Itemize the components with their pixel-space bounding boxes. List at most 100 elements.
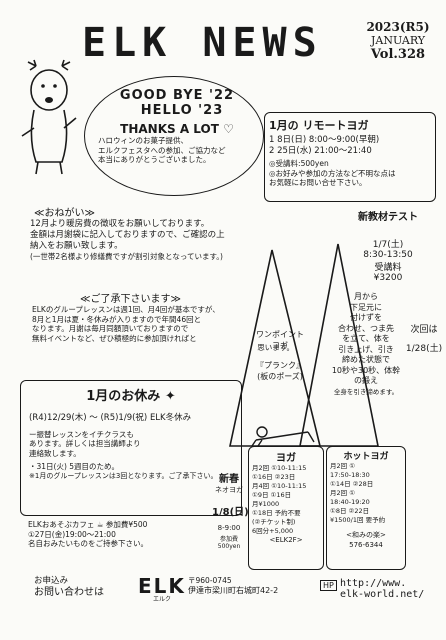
holiday-bullet: ※1月のグループレッスンは3回となります。ご了承下さい。 xyxy=(29,471,218,480)
holiday-box: 1月のお休み ✦ (R4)12/29(木) 〜 (R5)1/9(祝) ELK冬休… xyxy=(20,380,242,516)
newyear-yoga-fee: 参加費500yen xyxy=(217,536,241,550)
remote-yoga-row: 2 25日(水) 21:00〜21:40 xyxy=(269,146,372,156)
newyear-yoga-time: 8-9:00 xyxy=(217,524,241,532)
request-line: 8月と1月は夏・冬休みが入りますので年間46回と xyxy=(32,314,202,324)
request-line: 思います。 xyxy=(257,343,294,352)
remote-yoga-heading: 1月の リモートヨガ xyxy=(269,119,369,132)
yoga-row: 月4回 ①10-11:15 xyxy=(252,482,307,490)
cup-icon: ☕ xyxy=(96,520,104,529)
brand-logo: ELK エルク xyxy=(138,574,186,603)
triangle-right-line: 全身を引き締めます。 xyxy=(333,387,399,396)
website-link[interactable]: http://www. elk-world.net/ xyxy=(340,578,424,600)
yoga-row: 月2回 ①10-11:15 xyxy=(252,464,307,472)
greeting-thanks: THANKS A LOT ♡ xyxy=(92,122,262,136)
hot-yoga-row: 月2回 ① xyxy=(330,489,356,497)
new-test-fee: ¥3200 xyxy=(373,273,403,283)
notice-line: 金額は月謝袋に記入しておりますので、ご確認の上 xyxy=(30,230,225,240)
one-point-yoga-label: ワンポイント ヨガ 『プランク』 (板のポーズ) xyxy=(250,330,310,382)
remote-yoga-note: ◎お好みや参加の方法など不明な点は xyxy=(269,168,396,178)
newyear-yoga-date: 1/8(日) xyxy=(212,507,249,518)
triangle-right-line: 10秒や30秒、体幹 xyxy=(331,365,401,375)
yoga-heading: ヨガ xyxy=(276,453,296,464)
greeting-hello: HELLO '23 xyxy=(140,103,224,118)
triangle-right-line: の鍛え xyxy=(354,376,378,385)
website-url[interactable]: http://www. xyxy=(340,578,407,589)
hot-yoga-row: 17:50-18:30 xyxy=(330,471,370,479)
issue-month: JANUARY xyxy=(370,34,426,47)
hp-badge: HP xyxy=(320,580,337,591)
triangle-right-text: 月から 下足元に 付けずを 合わせ、つま先 を立て、体を 引き上げ、引き 締めた… xyxy=(330,292,402,397)
triangle-right-line: 引き上げ、引き xyxy=(338,344,394,354)
postal-code: 〒960-0745 xyxy=(188,576,232,585)
triangle-right-line: 月から xyxy=(354,292,378,301)
hot-yoga-place: <和みの楽> xyxy=(346,531,386,539)
newyear-yoga-section: 新春 ネオヨガ 1/8(日) 8-9:00 参加費500yen xyxy=(212,470,249,550)
yoga-box: ヨガ 月2回 ①10-11:15 ①16日 ②23日 月4回 ①10-11:15… xyxy=(248,446,324,570)
greeting-body-line: ハロウィンのお菓子提供、 xyxy=(98,136,188,145)
remote-yoga-box: 1月の リモートヨガ 1 8日(日) 8:00〜9:00(早朝) 2 25日(水… xyxy=(264,112,436,202)
holiday-line: ー振替レッスンをイチクラスも xyxy=(29,429,134,439)
remote-yoga-row: 1 8日(日) 8:00〜9:00(早朝) xyxy=(269,135,380,145)
remote-yoga-note: お気軽にお問い合せ下さい。 xyxy=(269,178,367,187)
notice-section: ≪おねがい≫ 12月より暖房費の徴収をお願いしております。 金額は月謝袋に記入し… xyxy=(30,204,330,262)
plank-pose-note: (板のポーズ) xyxy=(257,371,303,381)
greeting-text: GOOD BYE '22 HELLO '23 THANKS A LOT ♡ ハロ… xyxy=(92,88,262,165)
greeting-body-line: 本当にありがとうございました。 xyxy=(98,155,211,164)
request-line: ELKのグループレッスンは週1回、月4回が基本ですが、 xyxy=(32,305,220,314)
greeting-body-line: エルクフェスタへの参加、ご協力など xyxy=(98,145,226,155)
hot-yoga-row: ①14日 ②28日 xyxy=(330,480,374,488)
yoga-row: ①9日 ①16日 xyxy=(252,491,292,499)
yoga-place: <ELK2F> xyxy=(269,536,303,544)
brand-sub: エルク xyxy=(152,596,171,603)
website-url[interactable]: elk-world.net/ xyxy=(340,589,425,600)
holiday-heading-text: 1月のお休み xyxy=(86,389,161,404)
cafe-heading-row: ELKおあそぶカフェ ☕ 参加費¥500 xyxy=(28,520,238,530)
issue-vol: Vol.328 xyxy=(370,47,426,62)
yoga-row: (②チケット制) xyxy=(252,518,296,526)
next-issue: 次回は 1/28(土) xyxy=(404,322,444,354)
triangle-right-line: 下足元に xyxy=(350,302,382,312)
contact-label-line: お問い合わせは xyxy=(34,587,104,598)
request-line: なります。月謝は毎月同額頂いておりますので xyxy=(32,324,189,333)
cafe-fee: 参加費¥500 xyxy=(105,520,148,529)
request-line: 無料イベントなど、ぜひ積極的に参加頂ければと xyxy=(32,333,197,343)
yoga-row: ①16日 ②23日 xyxy=(252,473,296,481)
triangle-right-line: を立て、体を xyxy=(342,334,390,343)
yoga-row: 月¥1000 xyxy=(252,500,280,508)
holiday-period: (R4)12/29(木) 〜 (R5)1/9(祝) ELK冬休み xyxy=(29,413,192,423)
newyear-yoga-label: ネオヨガ xyxy=(215,486,243,494)
heart-icon: ♡ xyxy=(223,122,234,136)
hot-yoga-row: 18:40-19:20 xyxy=(330,498,370,506)
new-test-time: 8:30-13:50 xyxy=(363,250,413,260)
newyear-yoga-label: 新春 xyxy=(219,474,239,485)
remote-yoga-note: ◎受講料:500yen xyxy=(269,159,329,168)
new-test-section: 新教材テスト 1/7(土) 8:30-13:50 受講料 ¥3200 xyxy=(338,208,438,283)
contact-label: お申込み お問い合わせは xyxy=(34,576,104,598)
holiday-line: あります。詳しくは担当講師より xyxy=(29,439,141,448)
issue-info: 2023(R5) JANUARY Vol.328 xyxy=(352,20,444,62)
yoga-row: ①18日 予約不要 xyxy=(252,509,301,517)
contact-label-line: お申込み xyxy=(34,576,69,586)
next-issue-date: 1/28(土) xyxy=(405,344,443,354)
new-test-date: 1/7(土) xyxy=(372,240,404,250)
greeting-thanks-text: THANKS A LOT xyxy=(120,122,219,136)
hot-yoga-phone: 576-6344 xyxy=(349,540,383,549)
new-test-heading: 新教材テスト xyxy=(358,212,418,223)
request-heading: ≪ご了承下さいます≫ xyxy=(80,294,181,305)
new-test-fee-label: 受講料 xyxy=(374,263,402,273)
hot-yoga-heading: ホットヨガ xyxy=(343,452,389,462)
holiday-heading: 1月のお休み ✦ xyxy=(29,385,233,404)
triangle-right-line: 付けずを xyxy=(350,313,382,322)
cafe-heading: ELKおあそぶカフェ xyxy=(28,520,95,529)
hot-yoga-box: ホットヨガ 月2回 ① 17:50-18:30 ①14日 ②28日 月2回 ① … xyxy=(326,446,406,570)
notice-line: (一世帯2名様より修繕費ですが割引対象となっています。) xyxy=(30,252,223,261)
one-point-yoga-line: ワンポイント xyxy=(256,330,304,339)
one-point-yoga-line: ヨガ xyxy=(272,340,288,350)
address: 伊達市梁川町右城町42-2 xyxy=(188,585,279,595)
greeting-bubble xyxy=(84,76,264,196)
footer: お申込み お問い合わせは ELK エルク 〒960-0745 伊達市梁川町右城町… xyxy=(34,574,440,634)
hot-yoga-row: ①8日 ②22日 xyxy=(330,507,370,515)
triangle-right-line: 合わせ、つま先 xyxy=(338,323,394,333)
brand-name: ELK xyxy=(138,574,186,598)
cafe-note: 名自おみたいものをご持参下さい。 xyxy=(28,539,148,548)
